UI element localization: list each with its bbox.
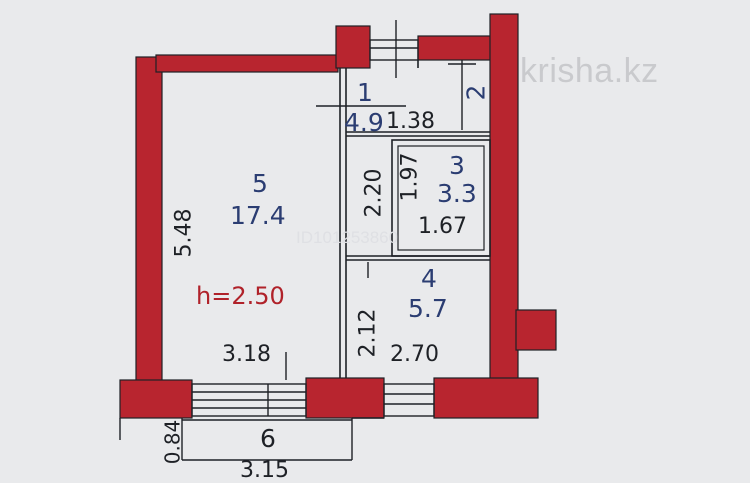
window-top: [369, 39, 419, 61]
balcony-depth: 0.84: [160, 419, 185, 465]
top-wall-room2: [417, 35, 495, 61]
left-wall: [135, 56, 163, 384]
top-wall-room5: [155, 54, 339, 73]
bottom-wall-right: [433, 377, 539, 419]
balcony-width: 3.15: [240, 458, 289, 483]
partitions: [339, 60, 491, 378]
right-wall: [489, 13, 519, 399]
room-3-number: 3: [449, 151, 465, 180]
room-4-area: 5.7: [408, 294, 448, 323]
room-1-area: 4.9: [344, 108, 384, 137]
right-protrusion: [515, 309, 557, 351]
top-pillar: [335, 25, 371, 69]
windows: [191, 39, 435, 417]
watermark-listing-id: ID101253860: [296, 228, 399, 247]
room-1-width: 1.38: [386, 109, 435, 134]
room-4-height: 2.12: [355, 308, 381, 358]
window-room4: [383, 383, 435, 417]
room-2-number: 2: [461, 84, 491, 101]
room-3-area: 3.3: [437, 179, 477, 208]
floor-plan: krisha.kz ID101253860 1 4.9 1.38 2 3 3.3…: [119, 13, 659, 482]
room-5-number: 5: [252, 169, 268, 198]
room-5-area: 17.4: [230, 201, 286, 230]
room-3-width: 1.67: [418, 214, 467, 239]
floor-plan-drawing: [119, 13, 557, 461]
room-3-height: 1.97: [397, 152, 423, 202]
room-4-number: 4: [421, 264, 437, 293]
bottom-wall-left: [119, 379, 193, 419]
room-6-number: 6: [260, 424, 276, 453]
bottom-wall-middle: [305, 377, 385, 419]
room-4-width: 2.70: [390, 342, 439, 367]
corridor-height: 2.20: [361, 168, 387, 218]
watermark-logo: krisha.kz: [520, 52, 659, 90]
ceiling-height: h=2.50: [196, 282, 285, 310]
room-5-height: 5.48: [171, 208, 197, 258]
dimension-lines: [119, 20, 476, 461]
room-5-width: 3.18: [222, 342, 271, 367]
walls: [119, 13, 557, 419]
room-1-number: 1: [357, 78, 373, 107]
